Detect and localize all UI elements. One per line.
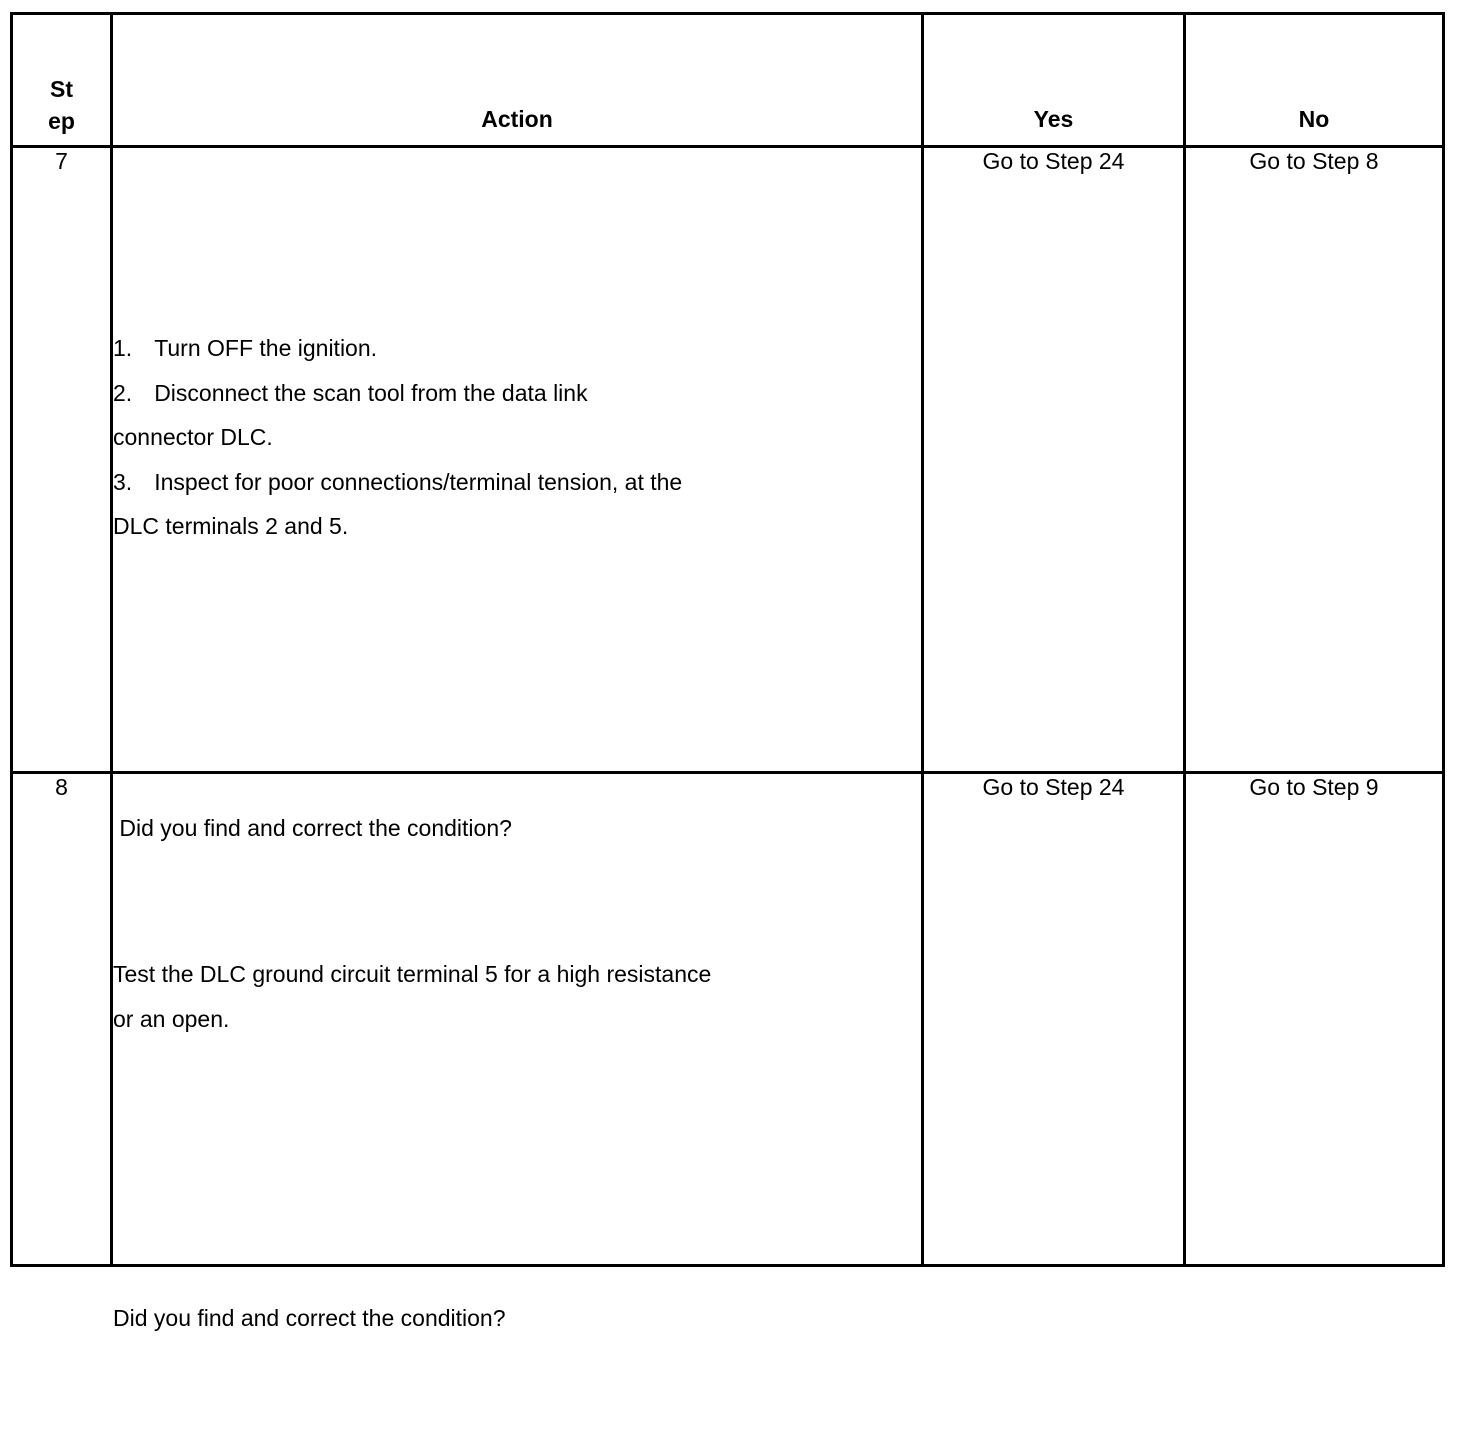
table-header-row: St ep Action Yes No [10, 12, 1445, 148]
action-instruction-list: Test the DLC ground circuit terminal 5 f… [113, 952, 921, 1041]
column-header-yes-label: Yes [1033, 106, 1074, 132]
action-content-wrapper: 1.Turn OFF the ignition. 2.Disconnect the… [113, 237, 921, 860]
action-line: 2.Disconnect the scan tool from the data… [113, 379, 588, 406]
action-line: connector DLC. [113, 424, 273, 450]
cell-answer-no: Go to Step 8 [1183, 145, 1445, 774]
action-line: DLC terminals 2 and 5. [113, 513, 349, 539]
cell-step-number: 8 [10, 771, 113, 1267]
cell-step-number: 7 [10, 145, 113, 774]
action-line: 3.Inspect for poor connections/terminal … [113, 468, 683, 495]
column-header-step-line: St [50, 76, 73, 102]
column-header-step: St ep [10, 12, 113, 148]
action-line: 1.Turn OFF the ignition. [113, 335, 378, 361]
cell-action: 1.Turn OFF the ignition. 2.Disconnect the… [110, 145, 924, 841]
action-instruction-list: 1.Turn OFF the ignition. 2.Disconnect the… [113, 326, 921, 549]
column-header-step-line: ep [48, 108, 75, 134]
action-question: Did you find and correct the condition? [113, 1305, 506, 1331]
column-header-yes: Yes [921, 12, 1186, 148]
diagnostic-step-table: St ep Action Yes No 7 1.Turn OFF the igni… [10, 12, 1445, 1331]
column-header-step-label: St ep [13, 73, 110, 145]
action-question: Did you find and correct the condition? [113, 814, 512, 841]
cell-answer-yes: Go to Step 24 [921, 145, 1186, 774]
action-line: or an open. [113, 1005, 230, 1032]
cell-answer-yes: Go to Step 24 [921, 771, 1186, 1267]
cell-answer-no: Go to Step 9 [1183, 771, 1445, 1267]
table-row: 7 1.Turn OFF the ignition. 2.Disconnect t… [10, 145, 1445, 841]
column-header-action: Action [110, 12, 924, 148]
action-content-wrapper: Test the DLC ground circuit terminal 5 f… [113, 863, 921, 1353]
page-canvas: St ep Action Yes No 7 1.Turn OFF the igni… [10, 12, 1445, 1331]
column-header-no-label: No [1298, 106, 1330, 132]
action-line: Test the DLC ground circuit terminal 5 f… [113, 961, 712, 987]
column-header-action-label: Action [481, 106, 553, 132]
column-header-no: No [1183, 12, 1445, 148]
